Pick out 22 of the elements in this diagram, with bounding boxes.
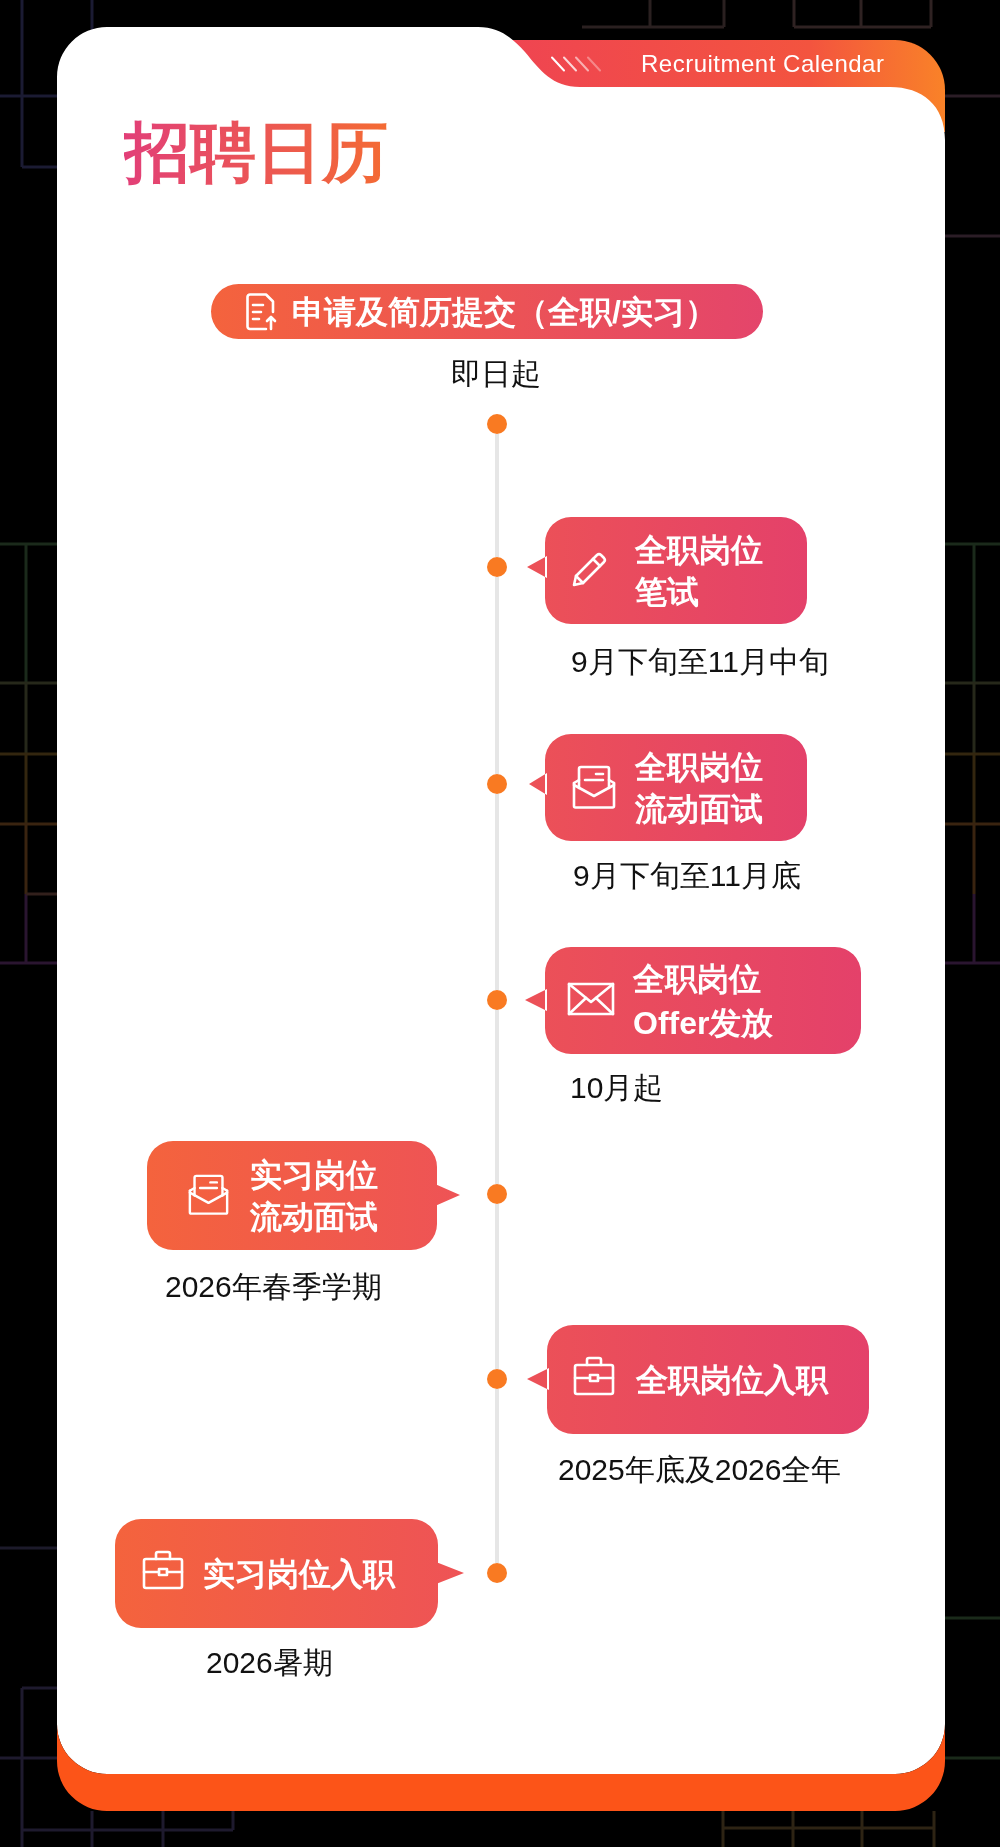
event-bubble	[527, 1325, 869, 1434]
event-title: 全职岗位Offer发放	[633, 959, 775, 1043]
date-label: 10月起	[570, 1070, 664, 1106]
event-title: 全职岗位入职	[636, 1360, 828, 1400]
event-title: 全职岗位流动面试	[635, 747, 764, 829]
event-title: 实习岗位入职	[203, 1554, 395, 1594]
date-label: 即日起	[451, 356, 541, 392]
event-title: 实习岗位流动面试	[250, 1155, 379, 1237]
event-bubble	[527, 517, 807, 624]
event-bubble	[115, 1519, 464, 1628]
event-bubble	[147, 1141, 460, 1250]
header-label: Recruitment Calendar	[641, 49, 885, 79]
date-label: 2025年底及2026全年	[558, 1452, 842, 1488]
date-label: 9月下旬至11月中旬	[571, 644, 829, 680]
event-pill	[211, 284, 763, 339]
date-label: 2026年春季学期	[165, 1269, 382, 1305]
event-bubble	[529, 734, 807, 841]
event-title: 全职岗位笔试	[635, 530, 764, 612]
date-label: 9月下旬至11月底	[573, 858, 801, 894]
event-title: 申请及简历提交（全职/实习）	[292, 292, 717, 332]
event-bubble	[525, 947, 861, 1054]
date-label: 2026暑期	[206, 1645, 333, 1681]
